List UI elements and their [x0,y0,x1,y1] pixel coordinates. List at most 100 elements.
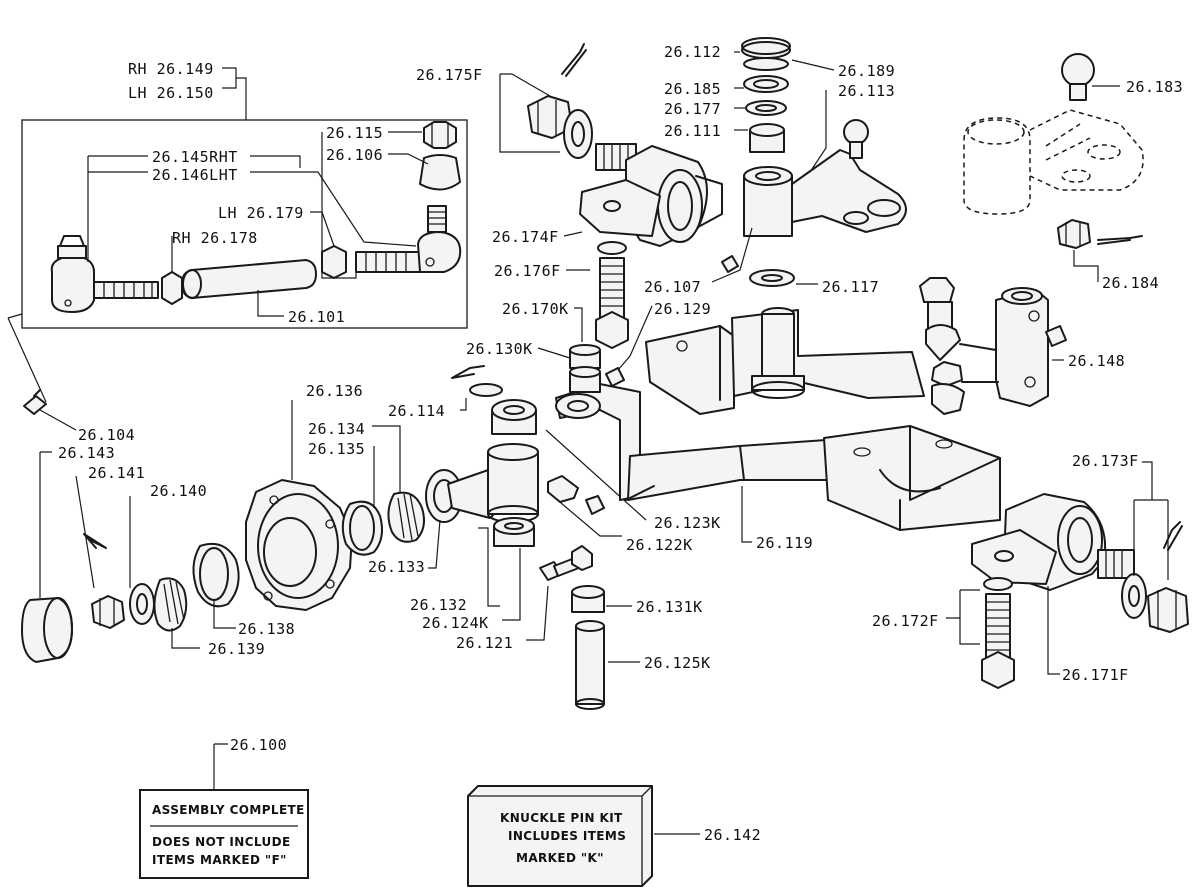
spring-bolt-172f [981,577,1015,689]
tie-rod-assembly [21,67,468,329]
circlip-112 [741,37,791,59]
inner-bearing-135 [387,491,425,543]
drag-link-148 [919,277,1067,415]
nut-rh-178 [161,271,183,305]
thrust-washer-117 [749,269,795,287]
label-119: 26.119 [756,534,813,552]
grease-nipple-129 [605,367,625,387]
hub-cap [21,597,73,663]
washer-189 [743,57,789,71]
split-pin-184 [1097,235,1143,245]
label-lh-150: LH 26.150 [128,84,214,102]
label-111: 26.111 [664,122,721,140]
label-124k: 26.124K [422,614,489,632]
kit-note-line-3: MARKED "K" [516,851,604,865]
castle-nut-184 [1057,219,1091,249]
label-107: 26.107 [644,278,701,296]
thrust-washer-114 [469,383,503,397]
thrust-washer-140 [129,583,155,625]
label-129: 26.129 [654,300,711,318]
outer-race-138 [192,542,240,608]
assembly-note-title: ASSEMBLY COMPLETE [152,803,305,817]
label-134: 26.134 [308,420,365,438]
label-132: 26.132 [410,596,467,614]
tie-rod-tube [181,259,317,299]
label-133: 26.133 [368,558,425,576]
label-142: 26.142 [704,826,761,844]
cotter-pin-123k [547,475,579,503]
right-spring-seat-hardware [946,461,1189,689]
label-176f: 26.176F [494,262,561,280]
dust-boot-106 [419,154,461,191]
label-171f: 26.171F [1062,666,1129,684]
knuckle-pin-kit-note [467,785,700,887]
split-pin-173f [1163,521,1183,551]
label-175f: 26.175F [416,66,483,84]
shim-177 [745,100,787,116]
stub-axle-assembly [447,365,647,710]
kit-note-line-2: INCLUDES ITEMS [508,829,626,843]
seal-185 [743,75,789,93]
lock-bolt-121 [539,545,593,581]
eye-bracket-174f [579,143,723,247]
castle-nut-173f [1147,587,1189,633]
kit-note-line-1: KNUCKLE PIN KIT [500,811,623,825]
label-146lht: 26.146LHT [152,166,238,184]
eye-bracket-171f [971,493,1135,591]
washer-173f [1121,573,1147,619]
label-174f: 26.174F [492,228,559,246]
steering-arm-113 [743,119,907,237]
assembly-note-line-2: ITEMS MARKED "F" [152,853,287,867]
split-pin-175f [561,43,587,77]
label-140: 26.140 [150,482,207,500]
label-131k: 26.131K [636,598,703,616]
outer-bearing-139 [153,577,188,632]
label-145rht: 26.145RHT [152,148,238,166]
drop-arm-183 [963,53,1144,282]
grease-nipple-107 [721,255,739,273]
label-148: 26.148 [1068,352,1125,370]
label-rh-149: RH 26.149 [128,60,214,78]
label-121: 26.121 [456,634,513,652]
label-lh-179: LH 26.179 [218,204,304,222]
knuckle-pin-125k [575,620,605,710]
label-189: 26.189 [838,62,895,80]
label-138: 26.138 [238,620,295,638]
hub-assembly [21,400,463,663]
label-125k: 26.125K [644,654,711,672]
wheel-hub-136 [245,479,353,611]
grease-nipple-122k [585,495,605,515]
label-184: 26.184 [1102,274,1159,292]
nut-lh-179 [321,245,347,279]
steering-knuckle [487,399,539,547]
left-spring-seat-hardware [499,43,723,393]
bush-170k [569,344,601,393]
label-101: 26.101 [288,308,345,326]
label-143: 26.143 [58,444,115,462]
kingpin-stack [711,37,907,399]
note-texts: ASSEMBLY COMPLETE DOES NOT INCLUDE ITEMS… [152,803,626,867]
tie-rod-end-left [50,235,159,313]
inner-race-134 [341,500,383,556]
label-177: 26.177 [664,100,721,118]
label-139: 26.139 [208,640,265,658]
castle-nut-115 [423,121,457,149]
label-185: 26.185 [664,80,721,98]
bush-131k [571,585,605,613]
label-122k: 26.122K [626,536,693,554]
label-141: 26.141 [88,464,145,482]
tie-rod-end-right [355,205,462,273]
label-rh-178: RH 26.178 [172,229,258,247]
castle-nut-141 [91,595,125,629]
label-170k: 26.170K [502,300,569,318]
label-117: 26.117 [822,278,879,296]
split-pin-114 [451,365,485,379]
assembly-note [139,743,309,879]
label-136: 26.136 [306,382,363,400]
bush-111 [749,123,785,153]
tie-rod-group-frame [21,119,468,329]
label-172f: 26.172F [872,612,939,630]
label-113: 26.113 [838,82,895,100]
label-130k: 26.130K [466,340,533,358]
